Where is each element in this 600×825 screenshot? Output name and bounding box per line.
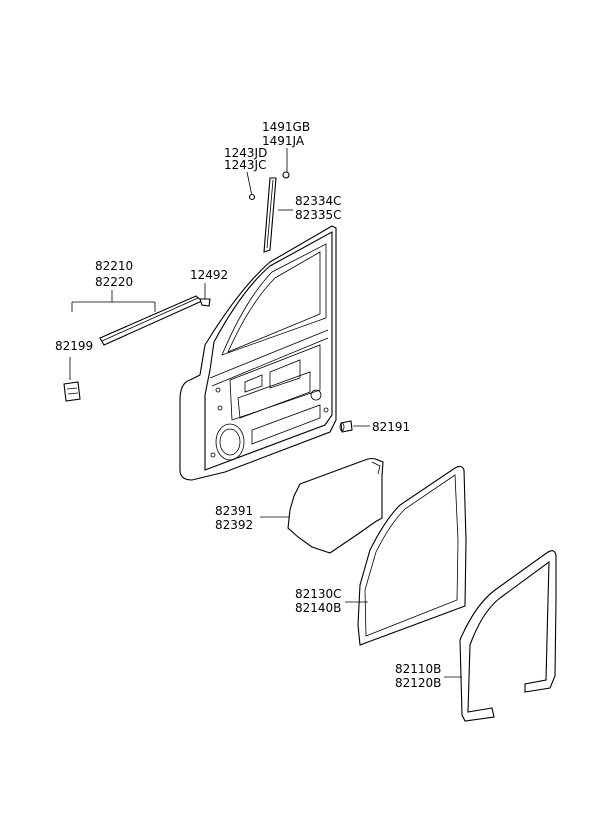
label-12492: 12492 [190,268,228,282]
label-82210: 82210 [95,259,133,273]
weatherstrip-82110b-part [459,550,557,722]
label-82140b: 82140B [295,601,341,615]
label-82391: 82391 [215,504,253,518]
label-82120b: 82120B [395,676,441,690]
belt-moulding-part [99,295,211,346]
label-1243jd: 1243JD [224,146,267,160]
label-82191: 82191 [372,420,410,434]
run-channel-part [248,171,290,253]
label-82130c: 82130C [295,587,342,601]
label-1491ja: 1491JA [262,134,305,148]
weatherstrip-82130c-part [357,465,467,646]
label-82335c: 82335C [295,208,342,222]
label-82334c: 82334C [295,194,342,208]
label-82199: 82199 [55,339,93,353]
plug-82191-part [339,420,353,433]
label-82110b: 82110B [395,662,441,676]
label-82220: 82220 [95,275,133,289]
label-82392: 82392 [215,518,253,532]
leader-lines [69,148,462,678]
label-1491gb: 1491GB [262,120,310,134]
door-panel-part [179,225,337,481]
sealing-cover-part [287,457,384,554]
label-1243jc: 1243JC [224,158,266,172]
clip-82199-part [63,381,81,402]
